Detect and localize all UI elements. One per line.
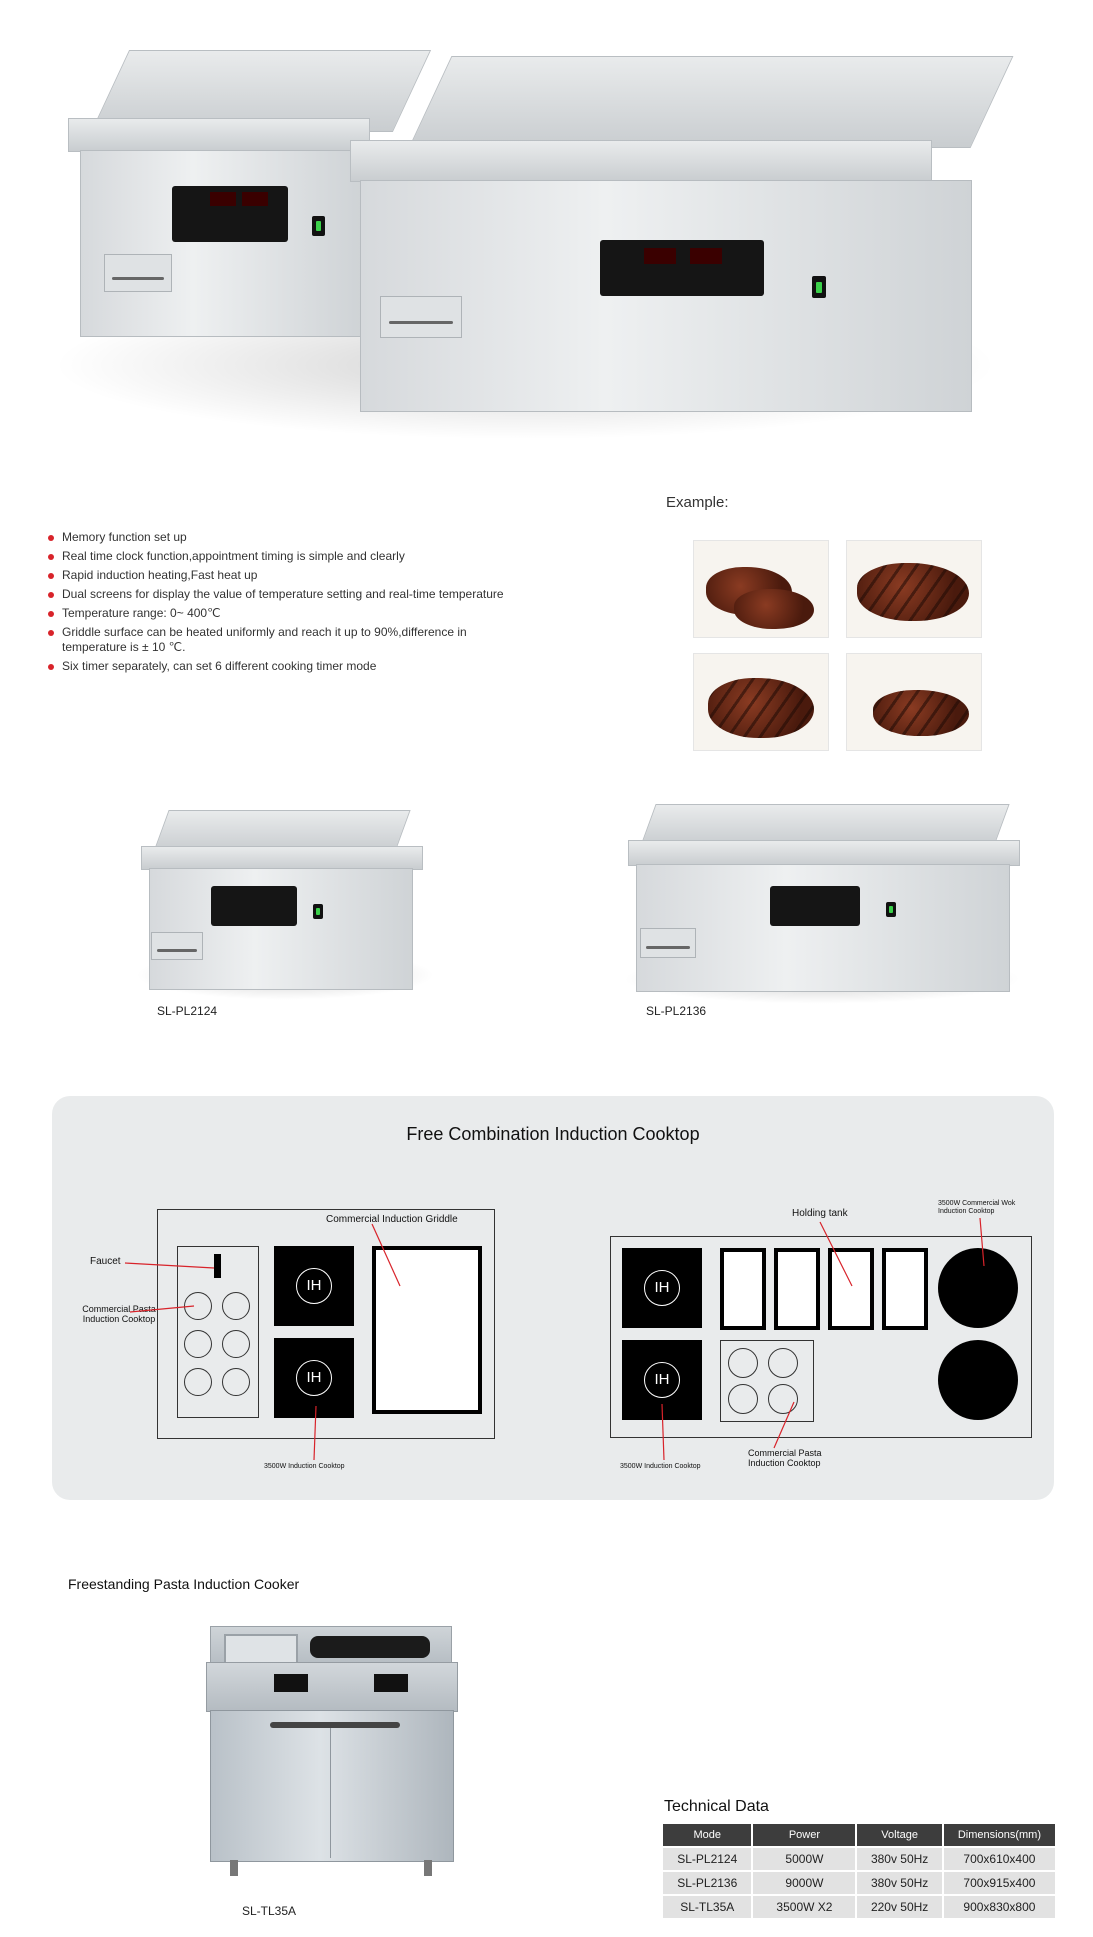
table-header-row: Mode Power Voltage Dimensions(mm) [663,1824,1055,1846]
ih-cooktop-right-bottom: IH [622,1340,702,1420]
example-title: Example: [666,494,729,511]
tech-data-title: Technical Data [664,1798,769,1815]
pasta-basket-icon [222,1368,250,1396]
table-cell: 700x610x400 [943,1848,1055,1870]
steak-photo-1 [693,540,829,638]
feature-item: Dual screens for display the value of te… [48,587,528,602]
column-header: Voltage [857,1824,942,1846]
left-combo-frame [157,1209,495,1439]
model-sl-pl2136-image [622,794,1022,1004]
leader-lines [124,1217,985,1461]
pasta-section-title: Freestanding Pasta Induction Cooker [68,1576,300,1592]
ih-icon: IH [296,1268,332,1304]
tech-data-table: Mode Power Voltage Dimensions(mm) SL-PL2… [661,1822,1057,1920]
ih-icon: IH [644,1270,680,1306]
pasta-cooktop-left [177,1246,259,1418]
table-cell: 5000W [753,1848,856,1870]
table-cell: 700x915x400 [943,1872,1055,1894]
griddle-plate [372,1246,482,1414]
table-cell: SL-TL35A [663,1896,752,1918]
ih-icon: IH [644,1362,680,1398]
pasta-cooktop-label-left: Commercial Pasta Induction Cooktop [82,1304,156,1324]
holding-tank-4 [882,1248,928,1330]
holding-tank-label: Holding tank [792,1208,848,1219]
ih-icon: IH [296,1360,332,1396]
cooktop-label-right: 3500W Induction Cooktop [620,1463,701,1470]
griddle-label: Commercial Induction Griddle [326,1214,458,1225]
wok-cooktop-top [938,1248,1018,1328]
ih-cooktop-left-bottom: IH [274,1338,354,1418]
pasta-cooktop-right [720,1340,814,1422]
column-header: Power [753,1824,856,1846]
pasta-basket-icon [768,1348,798,1378]
ih-cooktop-left-top: IH [274,1246,354,1326]
pasta-basket-icon [222,1330,250,1358]
holding-tank-1 [720,1248,766,1330]
pasta-basket-icon [222,1292,250,1320]
table-cell: SL-PL2136 [663,1872,752,1894]
feature-item: Griddle surface can be heated uniformly … [48,625,528,655]
feature-list: Memory function set up Real time clock f… [48,530,528,678]
pasta-basket-icon [184,1368,212,1396]
pasta-basket-icon [728,1384,758,1414]
table-cell: 380v 50Hz [857,1848,942,1870]
pasta-basket-icon [768,1384,798,1414]
steak-photo-2 [846,540,982,638]
table-row: SL-PL2136 9000W 380v 50Hz 700x915x400 [663,1872,1055,1894]
feature-item: Memory function set up [48,530,528,545]
right-combo-frame [610,1236,1032,1438]
faucet-icon [214,1254,221,1278]
combination-panel: Free Combination Induction Cooktop Comme… [52,1096,1054,1500]
hero-dual-griddle-image [50,40,1014,440]
feature-item: Temperature range: 0~ 400℃ [48,606,528,621]
pasta-basket-icon [184,1292,212,1320]
feature-item: Six timer separately, can set 6 differen… [48,659,528,674]
table-cell: SL-PL2124 [663,1848,752,1870]
feature-item: Real time clock function,appointment tim… [48,549,528,564]
steak-photo-4 [846,653,982,751]
wok-label: 3500W Commercial Wok Induction Cooktop [938,1200,1016,1215]
table-cell: 9000W [753,1872,856,1894]
ih-cooktop-right-top: IH [622,1248,702,1328]
cooktop-label-left: 3500W Induction Cooktop [264,1463,345,1470]
pasta-cooker-image [190,1626,460,1890]
feature-item: Rapid induction heating,Fast heat up [48,568,528,583]
holding-tank-3 [828,1248,874,1330]
pasta-model-label: SL-TL35A [242,1904,297,1918]
steak-photo-3 [693,653,829,751]
table-cell: 3500W X2 [753,1896,856,1918]
table-row: SL-TL35A 3500W X2 220v 50Hz 900x830x800 [663,1896,1055,1918]
column-header: Mode [663,1824,752,1846]
pasta-cooktop-label-right: Commercial Pasta Induction Cooktop [748,1448,822,1468]
column-header: Dimensions(mm) [943,1824,1055,1846]
wok-cooktop-bottom [938,1340,1018,1420]
holding-tank-2 [774,1248,820,1330]
pasta-basket-icon [184,1330,212,1358]
combination-title: Free Combination Induction Cooktop [406,1124,700,1144]
pasta-basket-icon [728,1348,758,1378]
table-cell: 900x830x800 [943,1896,1055,1918]
table-cell: 220v 50Hz [857,1896,942,1918]
table-cell: 380v 50Hz [857,1872,942,1894]
table-row: SL-PL2124 5000W 380v 50Hz 700x610x400 [663,1848,1055,1870]
faucet-label: Faucet [90,1256,121,1267]
model-sl-pl2124-image [135,800,435,1000]
model-label-right: SL-PL2136 [646,1004,707,1018]
model-label-left: SL-PL2124 [157,1004,218,1018]
